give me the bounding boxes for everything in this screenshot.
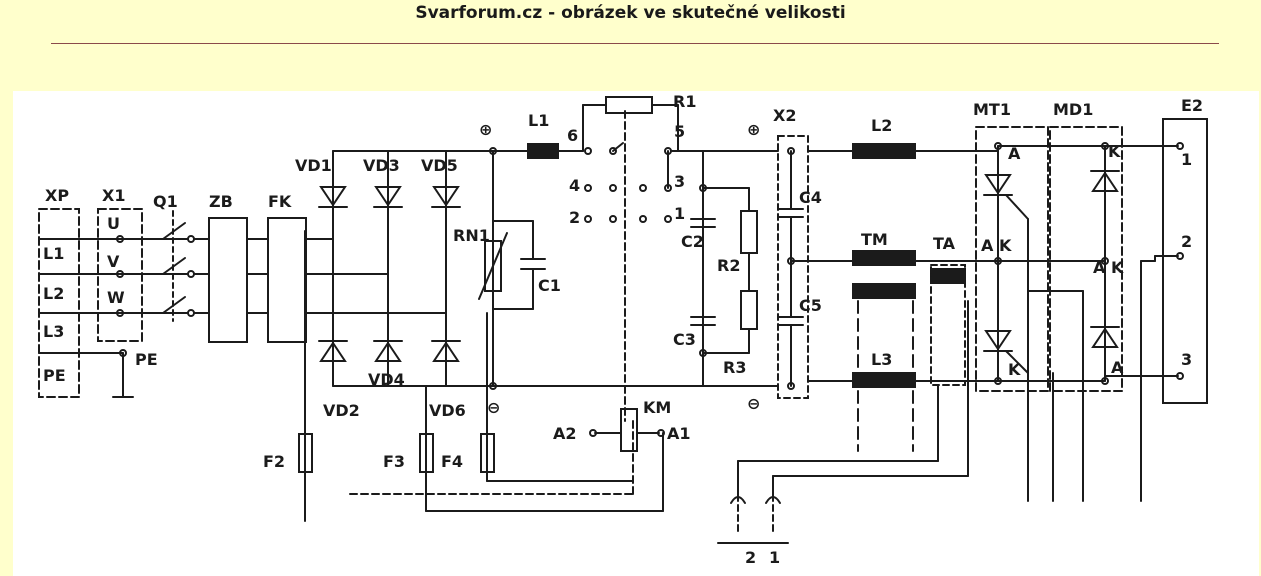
a2-label: A2	[553, 424, 577, 443]
thyristor-anode-top: A	[1008, 144, 1021, 163]
fk-label: FK	[268, 192, 292, 211]
l2-input-label: L2	[43, 284, 64, 303]
e2-terminal-1: 1	[1181, 150, 1192, 169]
l3-input-label: L3	[43, 322, 64, 341]
vd3-label: VD3	[363, 156, 400, 175]
node-2-label: 2	[569, 208, 580, 227]
node-6-label: 6	[567, 126, 578, 145]
c1-label: C1	[538, 276, 561, 295]
pe-label: PE	[135, 350, 158, 369]
minus-terminal-right: ⊖	[747, 394, 760, 413]
thyristor-cathode-low: K	[1008, 360, 1021, 379]
diode-cathode-top: K	[1108, 142, 1121, 161]
mt1-label: MT1	[973, 100, 1011, 119]
q1-label: Q1	[153, 192, 178, 211]
l1-choke-label: L1	[528, 111, 549, 130]
a1-label: A1	[667, 424, 691, 443]
w-label: W	[107, 288, 125, 307]
f2-label: F2	[263, 452, 285, 471]
page-title: Svarforum.cz - obrázek ve skutečné velik…	[415, 3, 846, 23]
md1-label: MD1	[1053, 100, 1093, 119]
node-1-label: 1	[674, 204, 685, 223]
plus-terminal-right: ⊕	[747, 120, 760, 139]
f4-label: F4	[441, 452, 463, 471]
e2-terminal-3: 3	[1181, 350, 1192, 369]
f3-label: F3	[383, 452, 405, 471]
l2-choke-label: L2	[871, 116, 892, 135]
km-label: KM	[643, 398, 671, 417]
plus-terminal-left: ⊕	[479, 120, 492, 139]
title-divider	[51, 43, 1219, 44]
welder-circuit-schematic: XP X1 Q1 ZB FK U V W L1 L2 L3 PE PE VD1 …	[13, 91, 1259, 576]
c5-label: C5	[799, 296, 822, 315]
e2-label: E2	[1181, 96, 1203, 115]
c3-label: C3	[673, 330, 696, 349]
tm-label: TM	[861, 230, 888, 249]
node-4-label: 4	[569, 176, 580, 195]
c4-label: C4	[799, 188, 822, 207]
ta-label: TA	[933, 234, 956, 253]
minus-terminal-left: ⊖	[487, 398, 500, 417]
vd5-label: VD5	[421, 156, 458, 175]
v-label: V	[107, 252, 120, 271]
c2-label: C2	[681, 232, 704, 251]
diode-anode-low: A	[1111, 358, 1124, 377]
vd2-label: VD2	[323, 401, 360, 420]
x1-label: X1	[102, 186, 125, 205]
vd6-label: VD6	[429, 401, 466, 420]
output-terminal-1: 1	[769, 548, 780, 567]
node-5-label: 5	[674, 122, 685, 141]
e2-terminal-2: 2	[1181, 232, 1192, 251]
output-terminal-2: 2	[745, 548, 756, 567]
diode-ak-mid: A K	[1093, 258, 1124, 277]
pe-block-label: PE	[43, 366, 66, 385]
vd4-label: VD4	[368, 370, 405, 389]
xp-label: XP	[45, 186, 69, 205]
node-3-label: 3	[674, 172, 685, 191]
u-label: U	[107, 214, 120, 233]
vd1-label: VD1	[295, 156, 332, 175]
rn1-label: RN1	[453, 226, 490, 245]
r2-label: R2	[717, 256, 740, 275]
zb-label: ZB	[209, 192, 233, 211]
l3-choke-label: L3	[871, 350, 892, 369]
thyristor-ak-mid: A K	[981, 236, 1012, 255]
l1-input-label: L1	[43, 244, 64, 263]
r1-label: R1	[673, 92, 696, 111]
r3-label: R3	[723, 358, 746, 377]
x2-label: X2	[773, 106, 796, 125]
